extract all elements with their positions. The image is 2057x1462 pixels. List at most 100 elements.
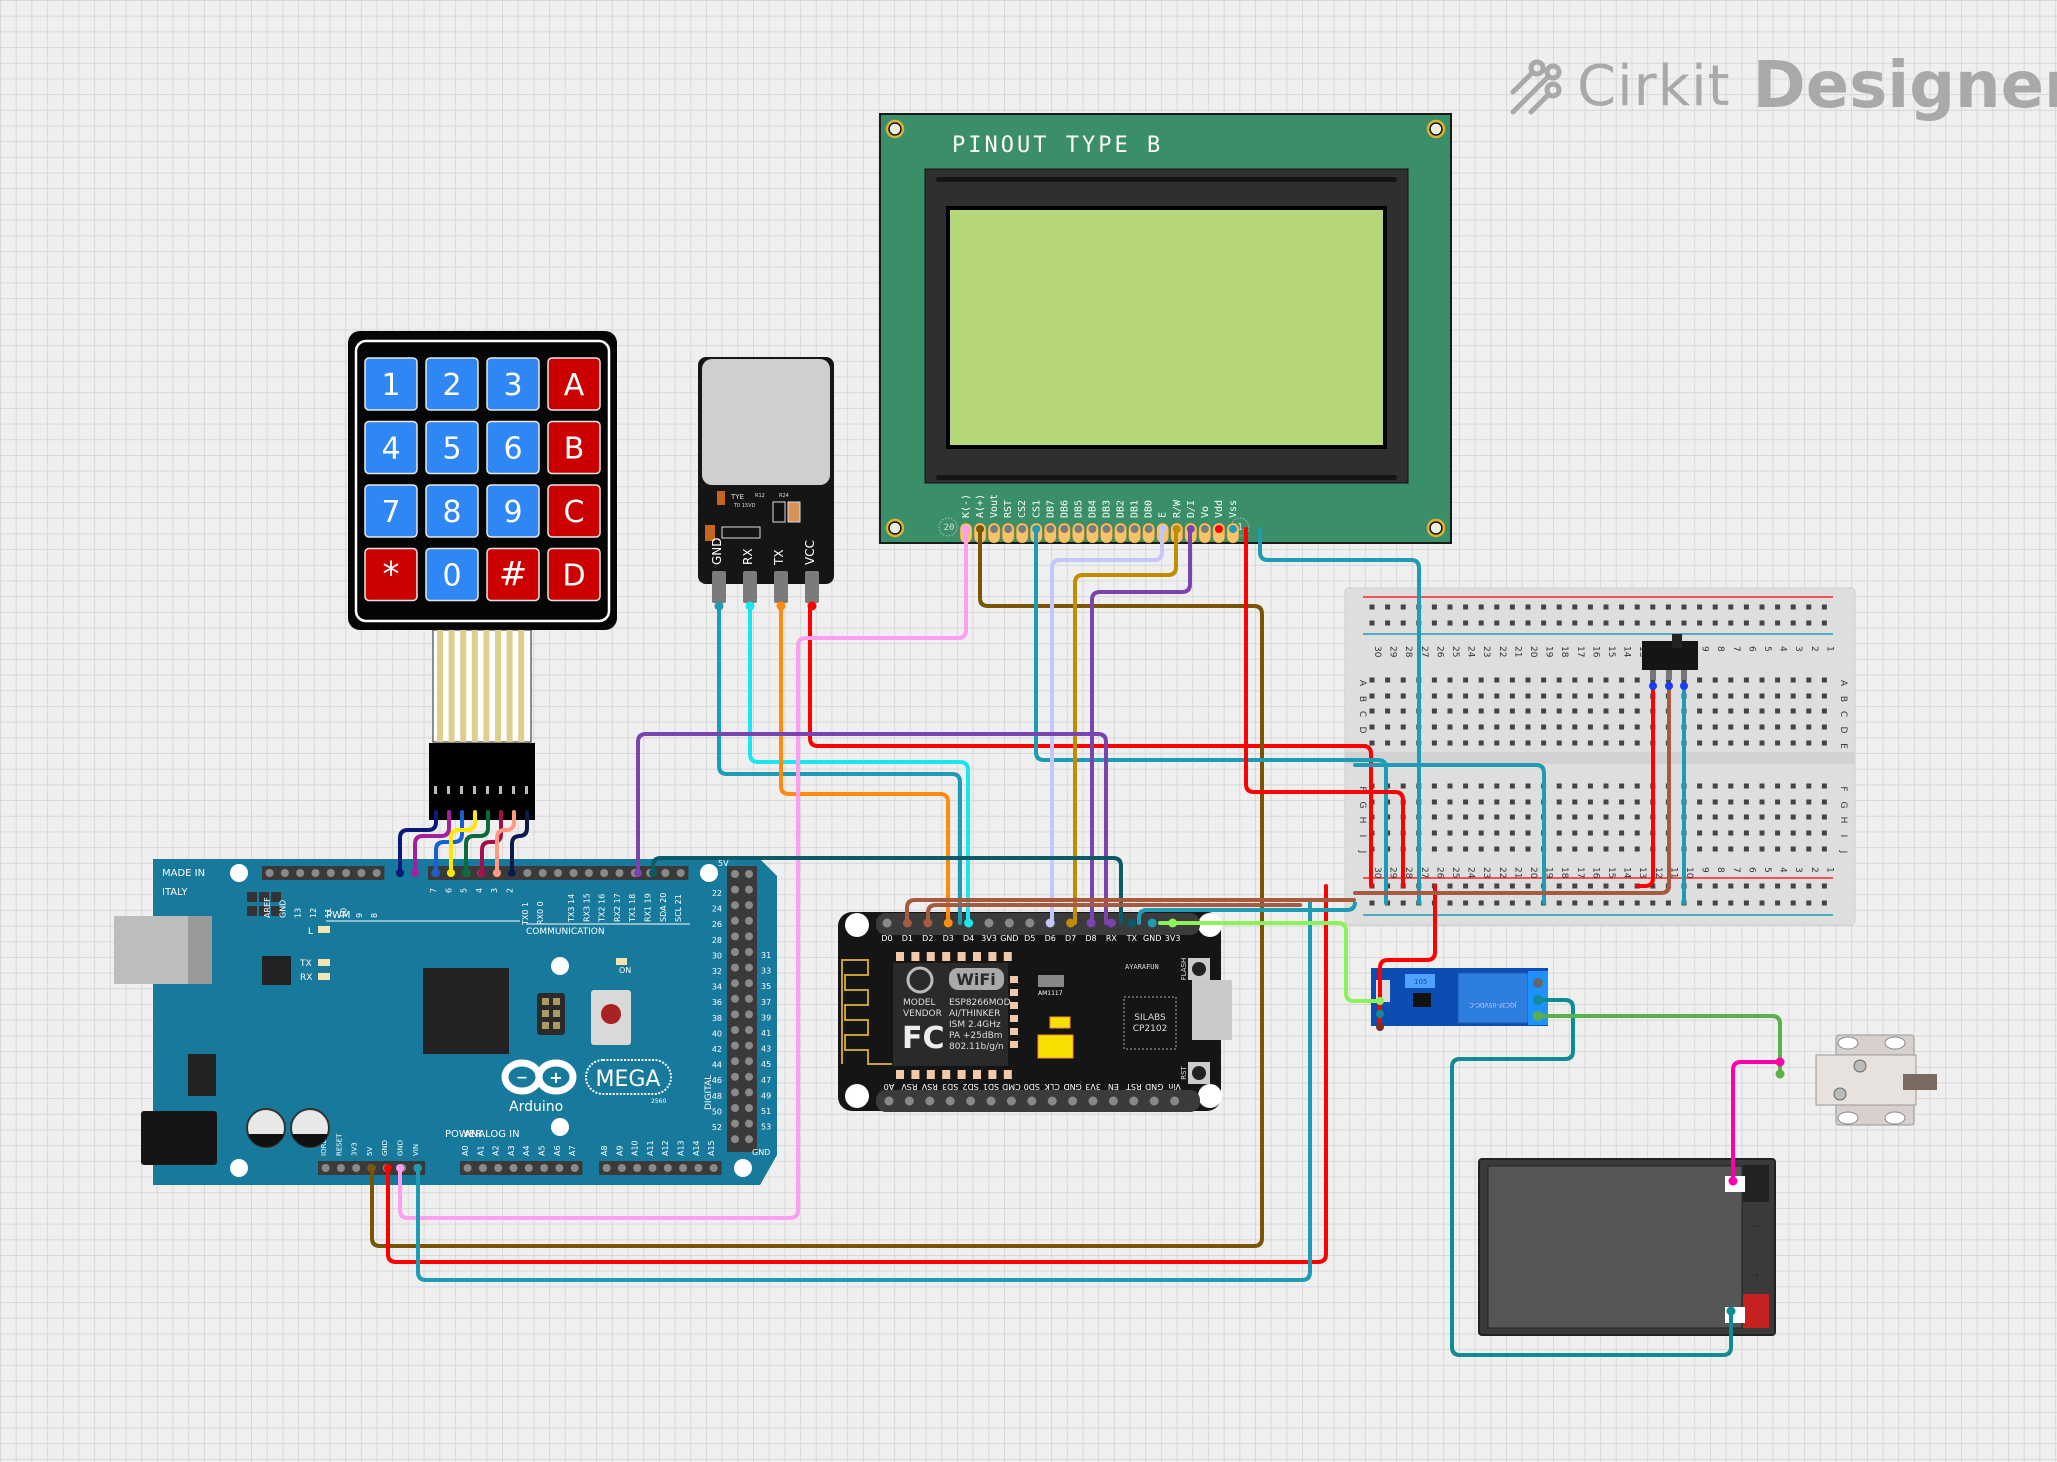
rail-hole[interactable] — [1478, 900, 1484, 906]
tie-hole[interactable] — [1447, 693, 1453, 699]
tie-hole[interactable] — [1400, 693, 1406, 699]
tie-hole[interactable] — [1478, 724, 1484, 730]
rail-hole[interactable] — [1556, 900, 1562, 906]
tie-hole[interactable] — [1634, 740, 1640, 746]
header-analog-1-pin[interactable] — [540, 1164, 549, 1172]
rail-hole[interactable] — [1603, 883, 1609, 889]
tie-hole[interactable] — [1790, 677, 1796, 683]
tie-hole[interactable] — [1431, 740, 1437, 746]
keypad-key-face[interactable] — [486, 547, 540, 602]
tie-hole[interactable] — [1712, 677, 1718, 683]
rail-hole[interactable] — [1681, 620, 1687, 626]
tie-hole[interactable] — [1806, 783, 1812, 789]
rail-hole[interactable] — [1369, 900, 1375, 906]
wire-lcd-vss[interactable] — [1258, 527, 1421, 905]
tie-hole[interactable] — [1509, 740, 1515, 746]
digital-pin[interactable] — [745, 1119, 753, 1128]
header-top-left-pin[interactable] — [280, 869, 289, 877]
wire-lcd-rw-d7[interactable] — [1073, 527, 1178, 925]
tie-hole[interactable] — [1712, 708, 1718, 714]
tie-hole[interactable] — [1743, 814, 1749, 820]
tie-hole[interactable] — [1775, 708, 1781, 714]
rail-hole[interactable] — [1743, 620, 1749, 626]
rail-hole[interactable] — [1385, 604, 1391, 610]
tie-hole[interactable] — [1525, 740, 1531, 746]
rail-hole[interactable] — [1728, 620, 1734, 626]
keypad-key-face[interactable] — [364, 357, 418, 411]
tie-hole[interactable] — [1556, 846, 1562, 852]
wire-bb-relay-vcc[interactable] — [1378, 884, 1437, 1029]
tie-hole[interactable] — [1478, 783, 1484, 789]
tie-hole[interactable] — [1431, 783, 1437, 789]
tie-hole[interactable] — [1759, 783, 1765, 789]
tie-hole[interactable] — [1712, 814, 1718, 820]
relay-pin-gnd[interactable] — [1376, 1010, 1384, 1018]
digital-pin[interactable] — [745, 901, 753, 910]
tie-hole[interactable] — [1728, 724, 1734, 730]
lcd-pin-D/I[interactable] — [1186, 525, 1195, 533]
rail-hole[interactable] — [1494, 900, 1500, 906]
rail-hole[interactable] — [1525, 604, 1531, 610]
header-power-pin[interactable] — [321, 1164, 330, 1172]
keypad-key-1[interactable]: 1 — [364, 357, 418, 411]
tie-hole[interactable] — [1525, 724, 1531, 730]
nodemcu-bottom-pin[interactable] — [904, 1096, 914, 1106]
nodemcu-pin-d1[interactable] — [902, 918, 912, 928]
keypad-key-6[interactable]: 6 — [486, 420, 540, 475]
rail-hole[interactable] — [1790, 883, 1796, 889]
lcd-pin-DB5[interactable] — [1074, 525, 1083, 533]
keypad-key-9[interactable]: 9 — [486, 484, 540, 538]
potentiometer[interactable] — [1405, 974, 1435, 988]
tie-hole[interactable] — [1509, 814, 1515, 820]
battery-neg-wire-end[interactable] — [1728, 1176, 1738, 1186]
rail-hole[interactable] — [1712, 900, 1718, 906]
keypad-key-face[interactable] — [486, 420, 540, 475]
lcd-pin-Vout[interactable] — [990, 525, 999, 533]
rail-hole[interactable] — [1712, 604, 1718, 610]
wire-5v[interactable] — [386, 884, 1328, 1264]
rail-hole[interactable] — [1603, 900, 1609, 906]
digital-pin[interactable] — [745, 870, 753, 878]
keypad-key-D[interactable]: D — [547, 547, 601, 602]
tie-hole[interactable] — [1525, 708, 1531, 714]
digital-pin[interactable] — [745, 1104, 753, 1112]
tie-hole[interactable] — [1478, 846, 1484, 852]
rail-hole[interactable] — [1369, 620, 1375, 626]
keypad-key-face[interactable] — [486, 484, 540, 538]
nodemcu-pin-tx[interactable] — [1127, 918, 1137, 928]
nodemcu-bottom-pin[interactable] — [1006, 1096, 1016, 1106]
tie-hole[interactable] — [1790, 846, 1796, 852]
tie-hole[interactable] — [1759, 814, 1765, 820]
nodemcu-bottom-pin[interactable] — [986, 1096, 996, 1106]
arduino-pin-wire-end[interactable] — [462, 869, 470, 877]
header-power-pin[interactable] — [352, 1164, 361, 1172]
tie-hole[interactable] — [1587, 846, 1593, 852]
tie-hole[interactable] — [1806, 677, 1812, 683]
keypad-key-face[interactable] — [547, 357, 601, 411]
tie-hole[interactable] — [1463, 846, 1469, 852]
tie-hole[interactable] — [1494, 830, 1500, 836]
tie-hole[interactable] — [1431, 693, 1437, 699]
battery-pos-wire-end[interactable] — [1726, 1306, 1736, 1316]
pin-connector-gnd[interactable] — [714, 601, 724, 611]
tie-hole[interactable] — [1385, 677, 1391, 683]
nodemcu-bottom-pin[interactable] — [1047, 1096, 1057, 1106]
tie-hole[interactable] — [1400, 708, 1406, 714]
header-analog-2-pin[interactable] — [602, 1164, 611, 1172]
lcd-pin-DB7[interactable] — [1046, 525, 1055, 533]
digital-pin[interactable] — [731, 1026, 739, 1034]
nodemcu-bottom-pin[interactable] — [945, 1096, 955, 1106]
tie-hole[interactable] — [1494, 677, 1500, 683]
wire-lcd-vdd[interactable] — [1244, 527, 1405, 888]
tie-hole[interactable] — [1572, 830, 1578, 836]
tie-hole[interactable] — [1603, 724, 1609, 730]
switch-pin[interactable] — [1680, 682, 1688, 690]
tie-hole[interactable] — [1400, 677, 1406, 683]
lcd-pin-CS2[interactable] — [1018, 525, 1027, 533]
rail-hole[interactable] — [1556, 620, 1562, 626]
rail-hole[interactable] — [1572, 900, 1578, 906]
tie-hole[interactable] — [1697, 783, 1703, 789]
tie-hole[interactable] — [1369, 708, 1375, 714]
switch-pin[interactable] — [1649, 682, 1657, 690]
rail-hole[interactable] — [1697, 620, 1703, 626]
